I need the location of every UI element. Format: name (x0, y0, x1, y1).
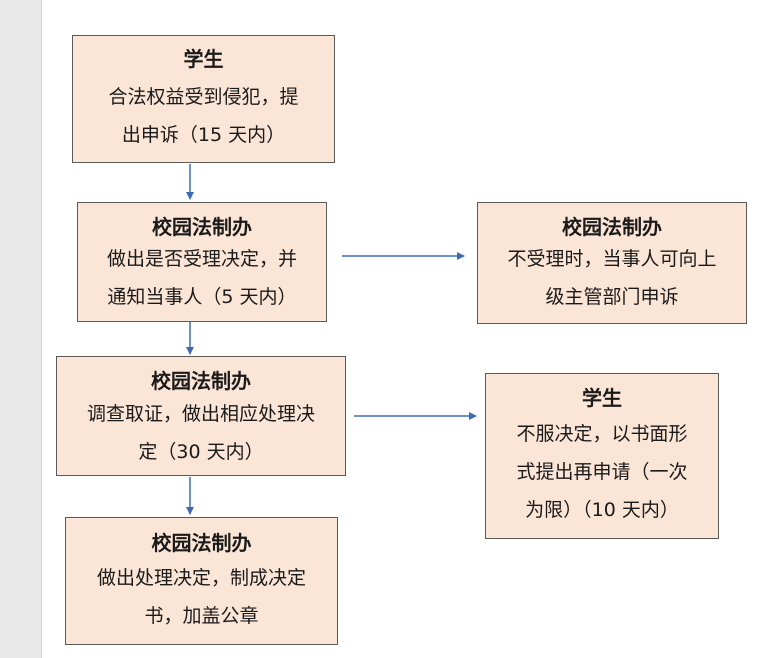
box-title: 校园法制办 (562, 215, 662, 239)
box-text-line: 合法权益受到侵犯，提 (108, 86, 299, 108)
box-text-line: 为限）（10 天内） (525, 499, 679, 521)
box-text-line: 级主管部门申诉 (545, 286, 679, 308)
box-decision: 校园法制办 做出是否受理决定，并 通知当事人（5 天内） (77, 202, 327, 322)
box-final: 校园法制办 做出处理决定，制成决定 书，加盖公章 (65, 517, 338, 645)
box-title: 学生 (183, 47, 224, 71)
box-text-line: 通知当事人（5 天内） (107, 286, 297, 308)
box-text-line: 不受理时，当事人可向上 (507, 248, 717, 270)
box-text-line: 式提出再申请（一次 (516, 461, 688, 483)
box-reapply: 学生 不服决定，以书面形 式提出再申请（一次 为限）（10 天内） (485, 373, 719, 539)
box-text-line: 出申诉（15 天内） (121, 124, 286, 146)
box-text-line: 不服决定，以书面形 (516, 423, 688, 445)
box-text-line: 书，加盖公章 (144, 605, 259, 627)
page-margin (0, 0, 42, 658)
box-student-appeal: 学生 合法权益受到侵犯，提 出申诉（15 天内） (72, 35, 335, 163)
box-title: 学生 (582, 386, 622, 410)
box-title: 校园法制办 (151, 369, 251, 393)
box-text-line: 定（30 天内） (138, 441, 264, 463)
box-text-line: 做出是否受理决定，并 (106, 248, 297, 270)
box-not-accepted: 校园法制办 不受理时，当事人可向上 级主管部门申诉 (477, 202, 747, 324)
box-title: 校园法制办 (152, 215, 252, 239)
box-investigate: 校园法制办 调查取证，做出相应处理决 定（30 天内） (56, 356, 346, 476)
box-title: 校园法制办 (151, 531, 252, 555)
box-text-line: 调查取证，做出相应处理决 (86, 403, 315, 425)
box-text-line: 做出处理决定，制成决定 (96, 567, 306, 589)
